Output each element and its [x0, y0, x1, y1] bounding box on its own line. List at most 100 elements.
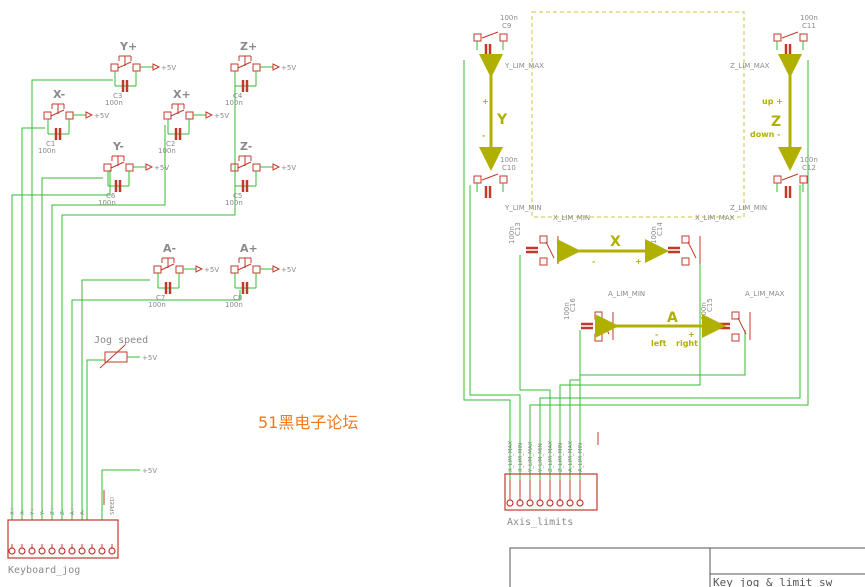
keyboard-pin	[98, 547, 106, 555]
jog-switch-label: A-	[163, 242, 176, 255]
limit-cap-name: C14	[656, 222, 664, 236]
limit-cap-value: 100n	[650, 226, 658, 244]
limit-switch-label: Y_LIM_MIN	[504, 204, 542, 212]
keyboard-pin-label: X+	[10, 506, 16, 515]
speed-supply-label: +5V	[142, 467, 157, 475]
jog-supply-label: +5V	[281, 164, 296, 172]
keyboard-pin	[18, 547, 26, 555]
jog-cap-value: 100n	[225, 99, 243, 107]
jog-cap-value: 100n	[148, 301, 166, 309]
jog-switch-label: Y+	[119, 40, 137, 53]
jog-cap-value: 100n	[98, 199, 116, 207]
axis-a-right: right	[676, 339, 698, 348]
jog-cap-name: C8	[233, 294, 242, 302]
keyboard-pin-label: Z-	[60, 509, 66, 515]
limit-switches: C9100nY_LIM_MAXC11100nZ_LIM_MAXC10100nY_…	[473, 14, 818, 342]
jog-switch-label: X-	[53, 88, 65, 101]
limit-wires	[463, 60, 809, 480]
limit-switch-label: Y_LIM_MAX	[504, 62, 544, 70]
jog-switch-label: X+	[173, 88, 191, 101]
limit-switch-label: X_LIM_MAX	[695, 214, 735, 222]
limit-cap-value: 100n	[563, 302, 571, 320]
jog-supply-label: +5V	[161, 64, 176, 72]
jog-speed-label: Jog speed	[94, 335, 148, 346]
keyboard-pin	[8, 547, 16, 555]
jog-switches: Y++5VC3100nZ++5VC4100nX-+5VC1100nX++5VC2…	[38, 40, 296, 309]
jog-cap-value: 100n	[225, 199, 243, 207]
limit-switch-label: Z_LIM_MAX	[730, 62, 770, 70]
keyboard-wires	[11, 79, 241, 520]
limit-cap-name: C16	[569, 298, 577, 312]
limit-cap-value: 100n	[800, 14, 818, 22]
jog-supply-label: +5V	[281, 64, 296, 72]
keyboard-pin-label: Y+	[30, 507, 36, 516]
jog-cap-name: C4	[233, 92, 243, 100]
keyboard-pin	[68, 547, 76, 555]
axis-x-label: X	[610, 234, 621, 250]
jog-switch-label: Z-	[240, 140, 252, 153]
jog-supply-label: +5V	[281, 266, 296, 274]
limit-cap-value: 100n	[508, 226, 516, 244]
limits-pin-label: Z_LIM_MAX	[548, 441, 554, 472]
jog-cap-name: C5	[233, 192, 242, 200]
axis-y-minus: -	[482, 131, 485, 140]
limits-connector-label: Axis_limits	[507, 517, 573, 528]
axis-z-up: up +	[762, 97, 783, 106]
title-block: Key jog & limit sw	[509, 547, 865, 587]
jog-supply-label: +5V	[214, 112, 229, 120]
axis-a-left: left	[651, 339, 667, 348]
jog-cap-name: C7	[156, 294, 165, 302]
keyboard-pin-label: A-	[80, 509, 86, 515]
limit-switch-label: A_LIM_MIN	[608, 290, 645, 298]
keyboard-pin-label: X-	[20, 510, 26, 515]
limit-cap-name: C11	[802, 22, 816, 30]
axis-a-minus: -	[655, 330, 658, 339]
jog-cap-name: C3	[113, 92, 122, 100]
limits-pin	[546, 499, 554, 507]
axis-y-plus: +	[482, 97, 489, 106]
limit-cap-name: C15	[706, 298, 714, 312]
axis-a-plus: +	[688, 330, 695, 339]
keyboard-pin	[58, 547, 66, 555]
limit-switch-label: A_LIM_MAX	[745, 290, 785, 298]
keyboard-connector: X+X-Y+Y-Z+Z-A+A-SPEED Keyboard_jog	[7, 497, 119, 576]
jog-cap-value: 100n	[105, 99, 123, 107]
watermark-text: 51黑电子论坛	[258, 413, 358, 432]
axis-a-label: A	[667, 310, 678, 326]
limit-switch-label: X_LIM_MIN	[553, 214, 590, 222]
limits-pin	[516, 499, 524, 507]
jog-switch-label: Z+	[240, 40, 257, 53]
limit-cap-value: 100n	[700, 302, 708, 320]
limits-pin-label: Z_LIM_MIN	[558, 443, 564, 472]
limits-pin	[556, 499, 564, 507]
axis-z-down: down -	[750, 130, 780, 139]
keyboard-pin	[38, 547, 46, 555]
axis-annotations: Y + - Z up + down - X - + A - + left rig…	[479, 54, 802, 348]
keyboard-pin	[28, 547, 36, 555]
limit-cap-value: 100n	[800, 156, 818, 164]
jog-cap-value: 100n	[225, 301, 243, 309]
limit-cap-value: 100n	[500, 14, 518, 22]
keyboard-pin	[108, 547, 116, 555]
axis-x-minus: -	[592, 257, 595, 266]
limits-pin-label: Y_LIM_MIN	[538, 443, 544, 473]
keyboard-pin	[78, 547, 86, 555]
keyboard-pin-label: Z+	[50, 506, 56, 515]
limits-pin	[536, 499, 544, 507]
keyboard-pin-label: Y-	[40, 510, 46, 516]
